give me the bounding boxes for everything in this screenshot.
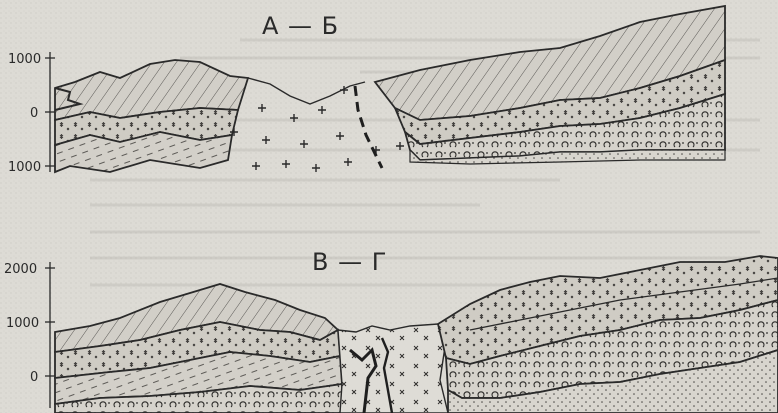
- section-v-g-tick-3: 0: [30, 370, 38, 385]
- section-v-g-tick-2: 1000: [6, 316, 39, 331]
- section-a-b-tick-3: 1000: [8, 160, 41, 175]
- section-v-g-title: В — Г: [312, 248, 387, 276]
- section-a-b-title: А — Б: [262, 12, 339, 40]
- section-a-b-tick-2: 0: [30, 106, 38, 121]
- section-a-b-tick-1: 1000: [8, 52, 41, 67]
- section-v-g-tick-1: 2000: [4, 262, 37, 277]
- section-v-g-intrusion: [338, 324, 448, 413]
